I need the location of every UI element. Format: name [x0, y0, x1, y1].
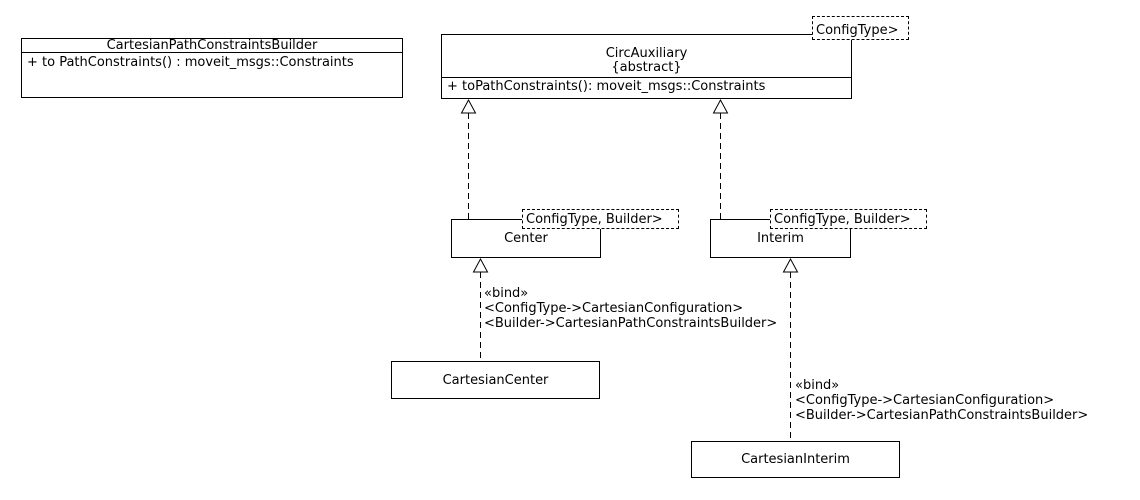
class-cartesian-center: CartesianCenter — [391, 361, 600, 399]
bind-stereotype: «bind» — [484, 286, 529, 301]
bind-configtype: <ConfigType->CartesianConfiguration> — [795, 393, 1055, 408]
realization-arrow-interim-to-circauxiliary — [712, 98, 729, 219]
class-title: Interim — [757, 231, 804, 246]
bind-arrow-cartesiancenter-to-center — [472, 257, 489, 361]
bind-label-center: «bind» <ConfigType->CartesianConfigurati… — [484, 286, 777, 331]
class-title: CircAuxiliary — [605, 46, 688, 61]
class-operation: + to PathConstraints() : moveit_msgs::Co… — [27, 55, 354, 70]
template-params-interim: ConfigType, Builder> — [770, 209, 927, 229]
bind-configtype: <ConfigType->CartesianConfiguration> — [484, 301, 744, 316]
bind-stereotype: «bind» — [795, 378, 840, 393]
template-params-circ-auxiliary: ConfigType> — [812, 16, 909, 40]
class-title: CartesianInterim — [741, 452, 850, 467]
class-title-block: CircAuxiliary {abstract} — [442, 35, 851, 78]
bind-label-interim: «bind» <ConfigType->CartesianConfigurati… — [795, 378, 1088, 423]
class-operation: + toPathConstraints(): moveit_msgs::Cons… — [447, 79, 766, 94]
bind-builder: <Builder->CartesianPathConstraintsBuilde… — [795, 408, 1089, 423]
bind-builder: <Builder->CartesianPathConstraintsBuilde… — [484, 316, 778, 331]
template-params-center: ConfigType, Builder> — [522, 209, 679, 229]
class-title: CartesianPathConstraintsBuilder — [22, 39, 402, 53]
class-cartesian-interim: CartesianInterim — [691, 441, 900, 478]
class-cartesian-path-constraints-builder: CartesianPathConstraintsBuilder + to Pat… — [21, 38, 403, 98]
class-title: CartesianCenter — [442, 372, 549, 388]
realization-arrow-center-to-circauxiliary — [460, 98, 477, 219]
class-title: Center — [504, 231, 548, 246]
class-abstract-modifier: {abstract} — [611, 60, 682, 75]
bind-arrow-cartesianinterim-to-interim — [782, 257, 799, 441]
class-circ-auxiliary: CircAuxiliary {abstract} + toPathConstra… — [441, 34, 852, 99]
